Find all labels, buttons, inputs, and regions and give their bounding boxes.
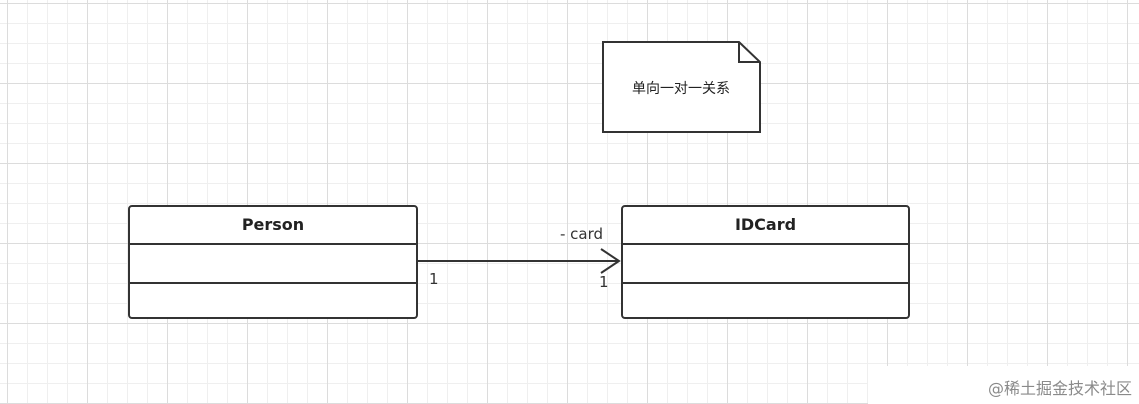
watermark: @稀土掘金技术社区 [987,379,1132,398]
idcard-class-name: IDCard [623,207,908,245]
watermark-background [868,366,1139,404]
navigability-arrowhead [600,248,621,274]
target-multiplicity: 1 [599,273,609,291]
note-shape[interactable] [602,41,762,134]
association-role-label: - card [560,225,604,243]
idcard-attributes-compartment [623,245,908,284]
person-class-name: Person [130,207,416,245]
idcard-class[interactable]: IDCard [621,205,910,319]
person-attributes-compartment [130,245,416,284]
note-text: 单向一对一关系 [632,81,730,97]
source-multiplicity: 1 [429,270,439,288]
person-class[interactable]: Person [128,205,418,319]
